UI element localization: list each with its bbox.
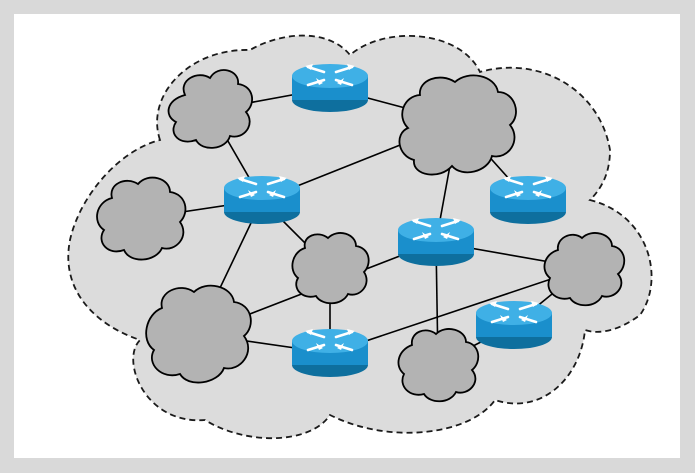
subnet-cloud-c6 [543,232,626,307]
router-r1-icon [290,62,370,114]
router-r6-icon [474,299,554,351]
router-r3-icon [488,174,568,226]
subnet-cloud-c5 [145,284,252,384]
subnet-clouds-layer [96,69,626,403]
subnet-cloud-c4 [291,232,370,305]
subnet-cloud-c7 [397,328,480,403]
link-r4-c6 [329,267,585,354]
subnet-cloud-c1 [167,69,253,149]
subnet-cloud-c3 [96,176,187,261]
router-r5-icon [396,216,476,268]
router-r2-icon [222,174,302,226]
router-r4-icon [290,327,370,379]
subnet-cloud-c2 [398,74,517,176]
